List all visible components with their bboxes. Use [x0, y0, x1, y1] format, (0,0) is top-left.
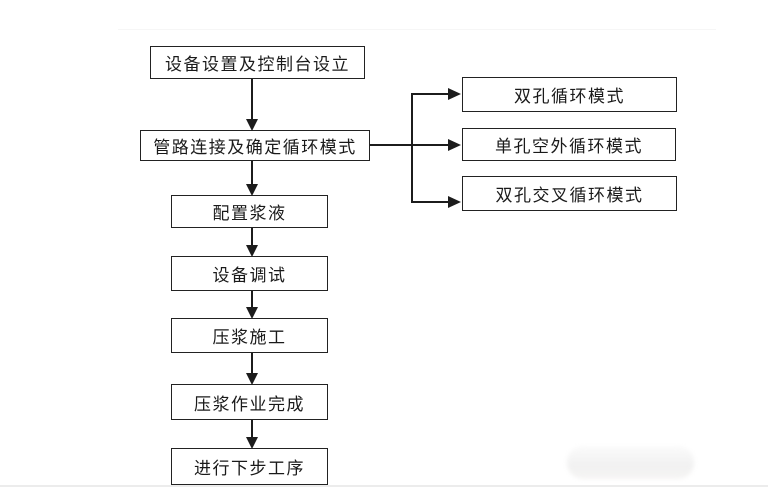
mode-label: 单孔空外循环模式	[495, 137, 643, 156]
arrow-right-icon	[448, 139, 461, 151]
flow-step-label: 配置浆液	[212, 204, 287, 223]
connector-step6-step7	[251, 420, 253, 438]
mode-double-hole-cross-circulation: 双孔交叉循环模式	[462, 176, 677, 211]
arrow-down-icon	[246, 245, 258, 257]
flow-step-pipeline-connection: 管路连接及确定循环模式	[140, 130, 370, 161]
flow-step-equipment-debug: 设备调试	[171, 256, 328, 291]
connector-branch-spine	[411, 93, 413, 203]
connector-step2-step3	[251, 161, 253, 185]
flow-step-grouting-construction: 压浆施工	[171, 318, 328, 353]
arrow-right-icon	[448, 88, 461, 100]
arrow-down-icon	[246, 437, 258, 449]
flow-step-prepare-slurry: 配置浆液	[171, 195, 328, 228]
flow-step-equipment-setup: 设备设置及控制台设立	[150, 46, 365, 79]
connector-step1-step2	[251, 79, 253, 120]
faint-top-divider	[118, 29, 716, 30]
mode-label: 双孔交叉循环模式	[495, 186, 644, 205]
flow-step-label: 进行下步工序	[194, 459, 305, 478]
connector-step4-step5	[251, 291, 253, 308]
connector-step5-step6	[251, 353, 253, 374]
flow-step-label: 压浆施工	[212, 328, 287, 347]
arrow-down-icon	[246, 119, 258, 131]
faint-bottom-divider	[0, 485, 768, 487]
mode-double-hole-circulation: 双孔循环模式	[462, 77, 677, 112]
mode-single-hole-external-circulation: 单孔空外循环模式	[462, 128, 676, 161]
flow-step-grouting-complete: 压浆作业完成	[171, 384, 328, 420]
connector-step3-step4	[251, 228, 253, 246]
arrow-down-icon	[246, 373, 258, 385]
connector-branch-middle	[370, 144, 449, 146]
arrow-right-icon	[448, 196, 461, 208]
flow-step-next-procedure: 进行下步工序	[171, 448, 328, 485]
flow-step-label: 管路连接及确定循环模式	[153, 138, 357, 157]
connector-branch-top	[411, 93, 449, 95]
arrow-down-icon	[246, 184, 258, 196]
blurred-watermark	[567, 446, 694, 479]
flow-step-label: 设备设置及控制台设立	[165, 55, 350, 74]
arrow-down-icon	[246, 307, 258, 319]
mode-label: 双孔循环模式	[514, 87, 625, 106]
flow-step-label: 设备调试	[212, 266, 287, 285]
flow-step-label: 压浆作业完成	[194, 394, 305, 414]
connector-branch-bottom	[411, 201, 449, 203]
